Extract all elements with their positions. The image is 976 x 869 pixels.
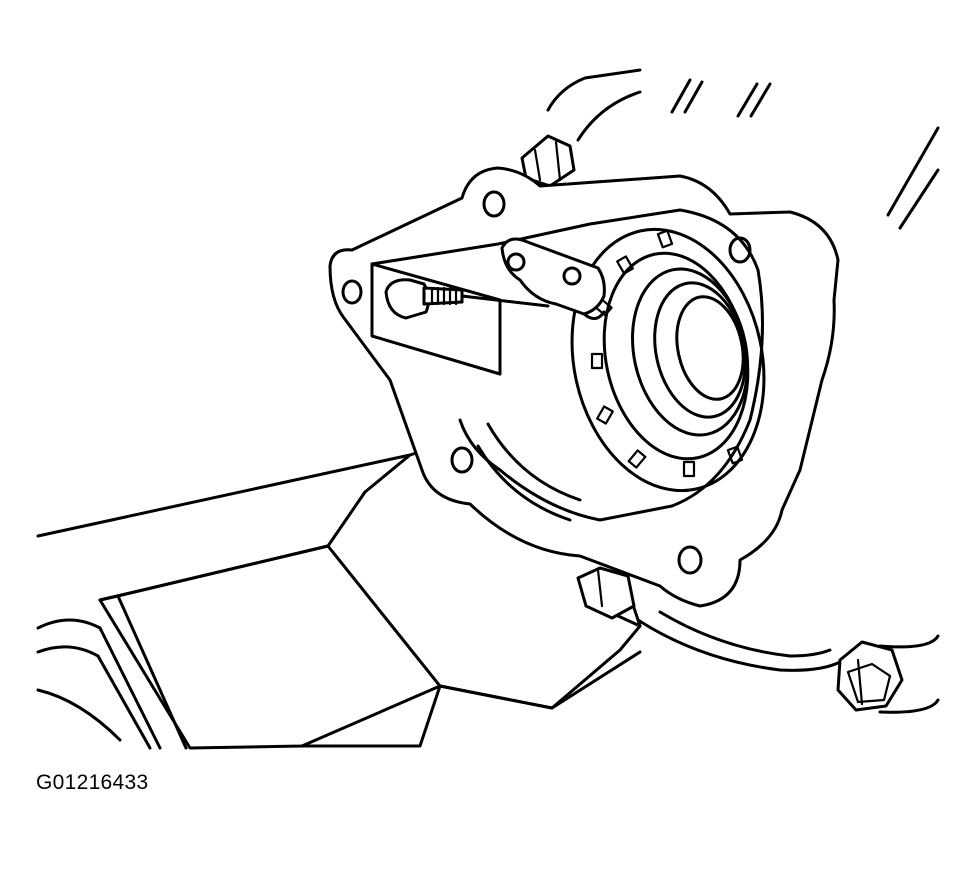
top-bolt (520, 134, 576, 188)
lower-bolt (576, 566, 636, 620)
bearing-housing (328, 166, 840, 608)
upper-hose (546, 68, 940, 230)
sensor-bracket (500, 237, 606, 320)
sensor-wire (636, 610, 940, 714)
axle-tube (36, 453, 412, 750)
figure-id-label: G01216433 (36, 771, 149, 794)
retaining-bolt (384, 278, 550, 320)
